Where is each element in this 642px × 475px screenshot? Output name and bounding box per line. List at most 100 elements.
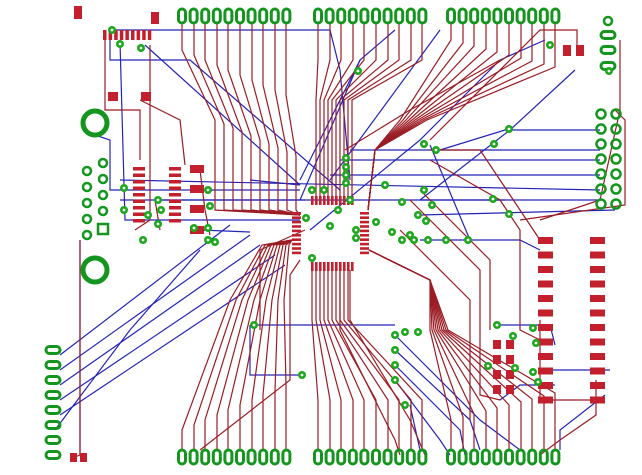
- via-hole: [444, 238, 448, 242]
- via-hole: [424, 219, 428, 223]
- left-header-pad: [44, 390, 62, 400]
- bottom-copper-trace: [249, 325, 300, 376]
- via-hole: [607, 69, 611, 73]
- bottom-header-pad: [211, 448, 222, 466]
- top-copper-trace: [331, 271, 377, 451]
- via-hole: [146, 213, 150, 217]
- soic-pad: [169, 212, 181, 216]
- passive-pad: [493, 355, 501, 364]
- soic-pad: [538, 251, 553, 259]
- via-hole: [393, 378, 397, 382]
- right-pin-header-pad: [610, 198, 622, 210]
- via-hole: [416, 330, 420, 334]
- via-hole: [403, 330, 407, 334]
- soic-pad: [538, 266, 553, 273]
- via-hole: [531, 326, 535, 330]
- right-header-pad: [599, 45, 617, 55]
- bottom-header-pad: [457, 448, 468, 466]
- smd-pad: [114, 30, 118, 40]
- top-copper-trace: [319, 22, 331, 196]
- smd-pad: [151, 12, 159, 24]
- soic-pad: [169, 167, 181, 171]
- via-hole: [322, 188, 326, 192]
- bottom-header-pad: [492, 448, 503, 466]
- top-copper-trace: [349, 270, 426, 456]
- right-pin-header-pad: [595, 123, 607, 135]
- right-header-pad: [599, 30, 617, 40]
- qfp-pad: [315, 196, 318, 205]
- via-hole: [393, 348, 397, 352]
- top-copper-trace: [262, 22, 301, 216]
- connector-pin-pad: [97, 173, 109, 185]
- soic-pad: [169, 193, 181, 197]
- connector-pin-pad: [81, 229, 93, 241]
- top-copper-trace: [315, 22, 319, 196]
- bottom-header-pad: [246, 448, 257, 466]
- qfp-pad: [292, 247, 301, 250]
- top-header-pad: [394, 7, 405, 25]
- bottom-header-pad: [223, 448, 234, 466]
- smd-pad: [74, 6, 82, 19]
- top-copper-trace: [339, 22, 389, 196]
- via-hole: [344, 165, 348, 169]
- bottom-header-pad: [469, 448, 480, 466]
- qfp-pad: [335, 196, 338, 205]
- top-copper-trace: [251, 22, 301, 216]
- top-copper-trace: [134, 45, 151, 231]
- right-pin-header-pad: [595, 108, 607, 120]
- via-hole: [511, 334, 515, 338]
- qfp-pad: [335, 262, 338, 271]
- via-hole: [141, 238, 145, 242]
- top-header-pad: [405, 7, 416, 25]
- via-hole: [374, 220, 378, 224]
- via-hole: [139, 46, 143, 50]
- qfp-pad: [323, 262, 326, 271]
- bottom-header-pad: [324, 448, 335, 466]
- bottom-header-pad: [515, 448, 526, 466]
- connector-pin-pad: [81, 181, 93, 193]
- bottom-header-pad: [258, 448, 269, 466]
- soic-pad: [590, 280, 605, 288]
- bottom-copper-trace: [59, 244, 261, 386]
- via-hole: [122, 186, 126, 190]
- bottom-header-pad: [417, 448, 428, 466]
- qfp-pad: [360, 220, 369, 224]
- via-hole: [310, 188, 314, 192]
- soic-pad: [133, 193, 145, 197]
- soic-pad: [590, 309, 605, 317]
- bottom-header-pad: [359, 448, 370, 466]
- qfp-pad: [292, 216, 301, 219]
- qfp-pad: [360, 225, 369, 228]
- top-copper-trace: [343, 271, 412, 451]
- soic-pad: [133, 173, 145, 177]
- left-header-pad: [44, 450, 62, 460]
- top-copper-trace: [347, 271, 423, 451]
- top-copper-trace: [409, 199, 501, 401]
- via-hole: [495, 323, 499, 327]
- top-header-pad: [258, 7, 269, 25]
- qfp-pad: [360, 251, 369, 255]
- top-copper-trace: [283, 239, 293, 451]
- via-hole: [466, 238, 470, 242]
- via-hole: [408, 233, 412, 237]
- qfp-pad: [315, 262, 318, 271]
- via-hole: [492, 142, 496, 146]
- via-hole: [110, 28, 114, 32]
- soic-pad: [538, 396, 553, 404]
- soic-pad: [590, 382, 605, 389]
- bottom-header-pad: [281, 448, 292, 466]
- left-header-pad: [44, 345, 62, 355]
- left-header-pad: [44, 375, 62, 385]
- top-header-pad: [177, 7, 187, 25]
- soic-pad: [538, 382, 553, 389]
- top-header-pad: [504, 7, 514, 25]
- via-hole: [208, 204, 212, 208]
- bottom-copper-trace: [144, 44, 301, 186]
- bottom-header-pad: [446, 448, 456, 466]
- soic-pad: [133, 180, 145, 184]
- right-header-pad: [602, 15, 614, 27]
- qfp-pad: [343, 262, 346, 271]
- bottom-header-pad: [177, 448, 187, 466]
